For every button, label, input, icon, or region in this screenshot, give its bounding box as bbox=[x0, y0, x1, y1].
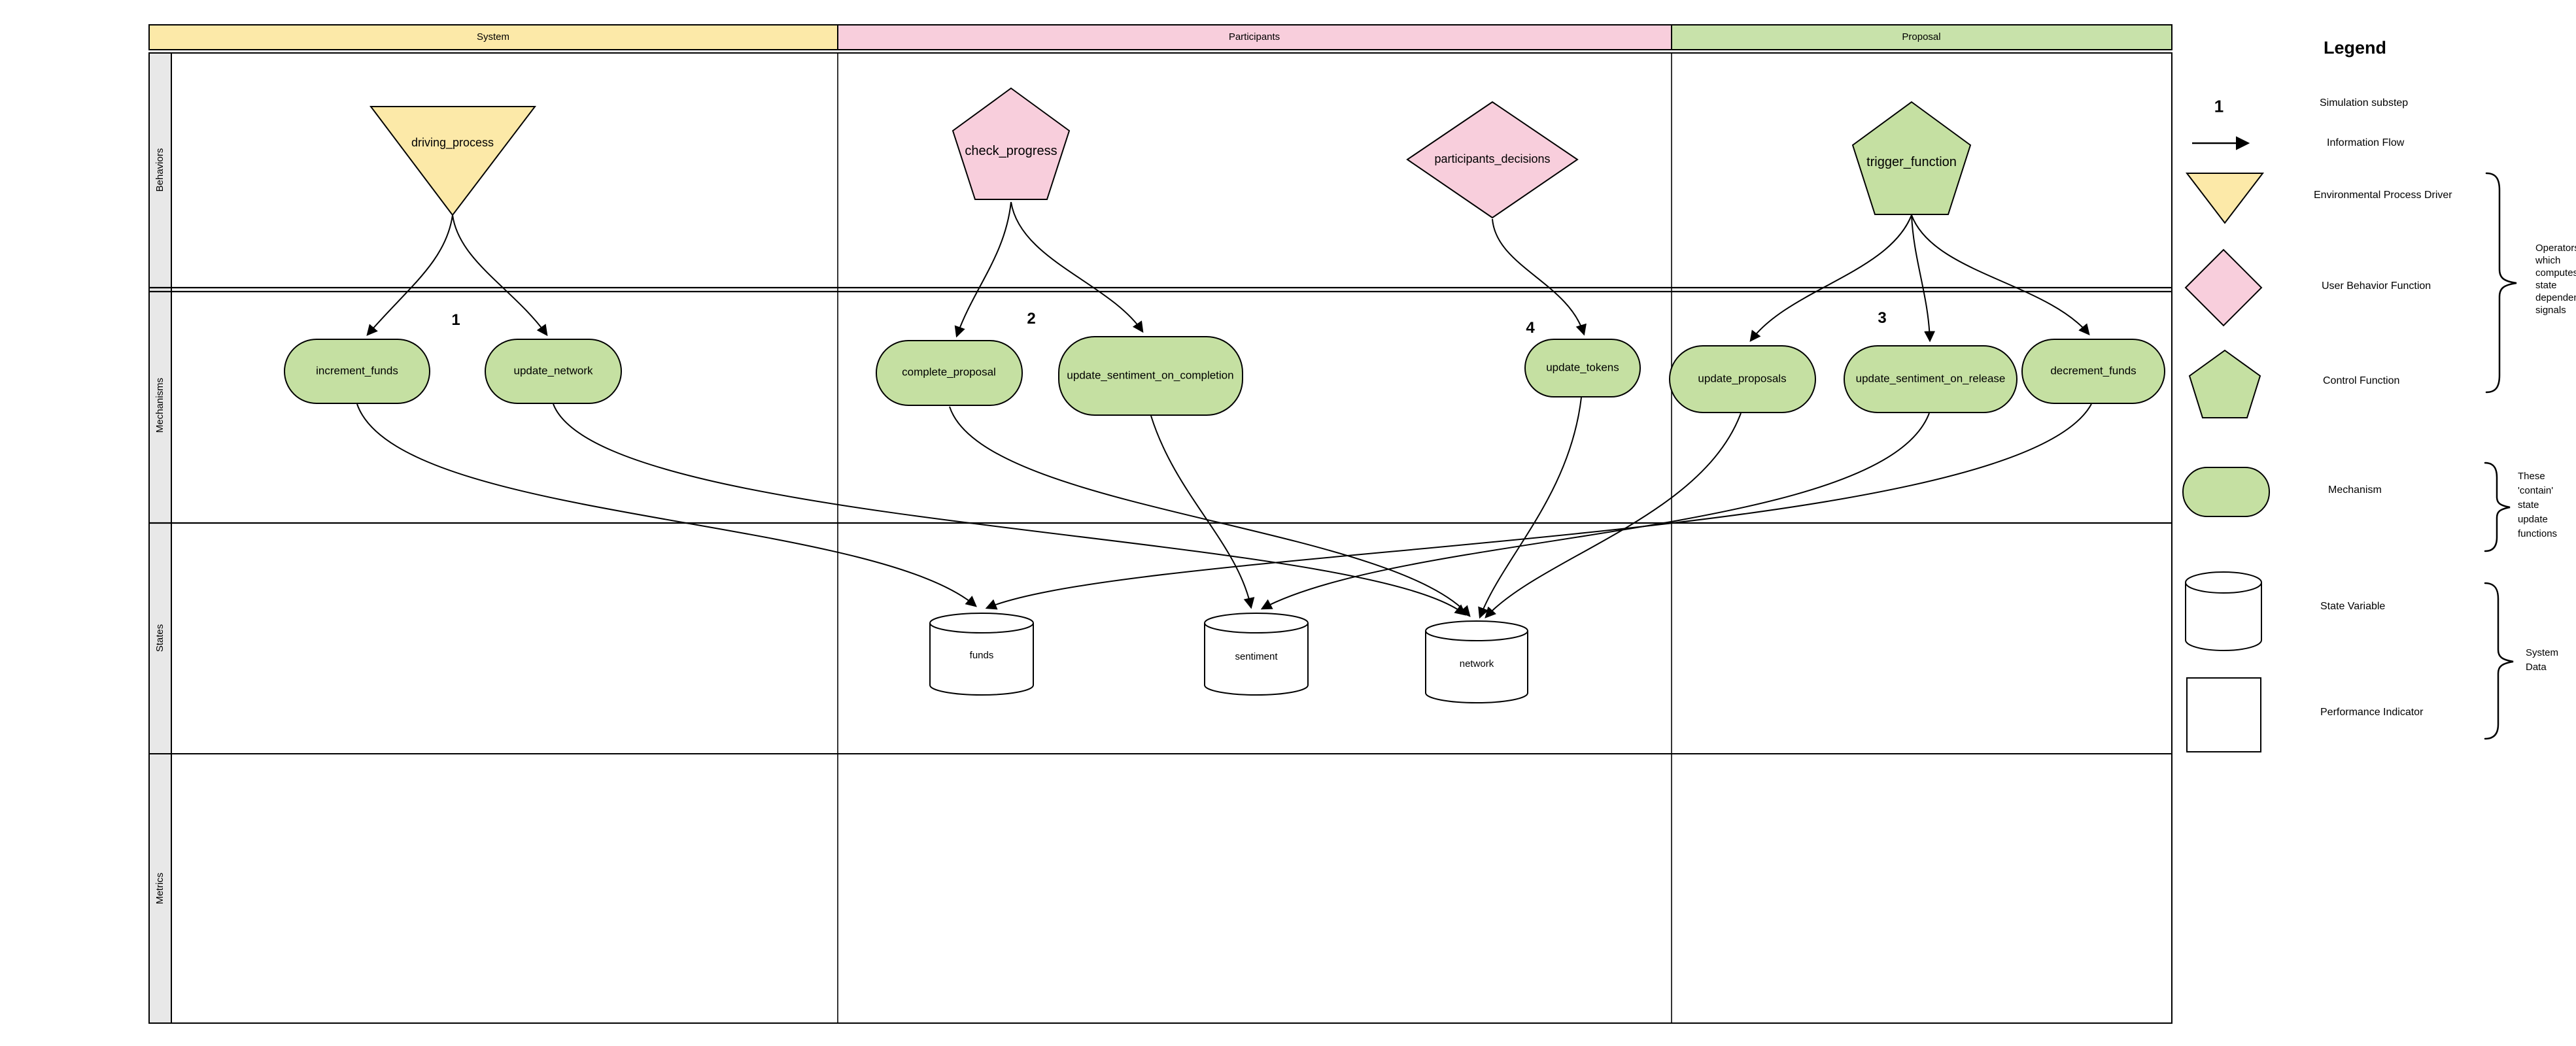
substep-number-3: 3 bbox=[1878, 309, 1887, 327]
node-sentiment-label: sentiment bbox=[1235, 650, 1278, 662]
node-driving_process-triangle bbox=[369, 106, 537, 216]
flow-participants_decisions-to-update_tokens bbox=[1492, 218, 1587, 336]
legend-stadium-symbol bbox=[2182, 467, 2270, 517]
row-label-mechanisms: Mechanisms bbox=[154, 377, 165, 433]
node-trigger_function-pentagon bbox=[1851, 101, 1972, 215]
legend-label-control-function: Control Function bbox=[2323, 375, 2400, 386]
node-update_network-label: update_network bbox=[513, 364, 593, 377]
node-sentiment-cylinder bbox=[1204, 623, 1309, 696]
node-update_network-stadium bbox=[485, 339, 622, 404]
flow-complete_proposal-to-network bbox=[949, 406, 1471, 617]
flow-trigger_function-to-update_sentiment_on_release bbox=[1911, 214, 1936, 343]
node-funds-cylinder-top bbox=[929, 613, 1034, 633]
substep-number-4: 4 bbox=[1526, 318, 1535, 337]
node-update_sentiment_on_completion-stadium bbox=[1058, 336, 1243, 416]
node-network-label: network bbox=[1459, 658, 1494, 669]
row-label-behaviors: Behaviors bbox=[154, 148, 165, 192]
node-sentiment-cylinder-top bbox=[1204, 613, 1309, 633]
legend-cylinder-symbol-top bbox=[2185, 571, 2262, 594]
flow-update_network-to-network bbox=[553, 403, 1466, 616]
node-update_proposals-stadium bbox=[1669, 345, 1816, 413]
grid-body-frame bbox=[171, 52, 2172, 1024]
legend-title: Legend bbox=[2324, 38, 2387, 58]
node-increment_funds-label: increment_funds bbox=[316, 364, 398, 377]
flow-driving_process-to-update_network bbox=[452, 214, 548, 337]
legend-brace-mechanism bbox=[2484, 462, 2511, 552]
legend-substep-sample: 1 bbox=[2214, 96, 2224, 116]
legend-annotation-operators: Operators which computes state dependent… bbox=[2535, 243, 2576, 316]
legend-annotation-system-data: System Data bbox=[2526, 647, 2559, 673]
node-driving_process-label: driving_process bbox=[411, 136, 494, 150]
flow-driving_process-to-increment_funds bbox=[366, 214, 453, 336]
substep-number-1: 1 bbox=[451, 311, 460, 329]
legend-label-performance-indicator: Performance Indicator bbox=[2320, 707, 2424, 718]
legend-label-user-behavior-function: User Behavior Function bbox=[2322, 280, 2431, 292]
node-check_progress-label: check_progress bbox=[965, 144, 1057, 158]
flow-update_sentiment_on_release-to-sentiment bbox=[1260, 413, 1930, 610]
node-funds-label: funds bbox=[969, 649, 994, 661]
row-label-metrics: Metrics bbox=[154, 872, 165, 905]
node-funds-cylinder bbox=[929, 623, 1034, 696]
node-decrement_funds-stadium bbox=[2021, 339, 2165, 404]
node-update_sentiment_on_completion-label: update_sentiment_on_completion bbox=[1067, 369, 1234, 382]
flow-update_tokens-to-network bbox=[1478, 397, 1582, 619]
legend-label-information-flow: Information Flow bbox=[2327, 137, 2405, 148]
legend-label-state-variable: State Variable bbox=[2320, 601, 2386, 612]
flow-trigger_function-to-decrement_funds bbox=[1911, 214, 2090, 335]
column-header-participants bbox=[837, 24, 1672, 50]
flow-decrement_funds-to-funds bbox=[985, 403, 2092, 610]
legend-brace-system-data bbox=[2484, 582, 2514, 740]
node-update_tokens-stadium bbox=[1524, 339, 1641, 397]
node-increment_funds-stadium bbox=[284, 339, 430, 404]
legend-label-simulation-substep: Simulation substep bbox=[2320, 97, 2409, 109]
node-complete_proposal-label: complete_proposal bbox=[902, 365, 996, 379]
node-update_proposals-label: update_proposals bbox=[1698, 372, 1787, 385]
legend-square-symbol bbox=[2186, 677, 2261, 752]
column-header-system-label: System bbox=[476, 31, 510, 42]
column-header-proposal-label: Proposal bbox=[1902, 31, 1941, 42]
node-update_tokens-label: update_tokens bbox=[1546, 361, 1619, 374]
node-network-cylinder-top bbox=[1425, 620, 1528, 641]
node-network-cylinder bbox=[1425, 631, 1528, 703]
column-header-participants-label: Participants bbox=[1228, 31, 1280, 42]
flow-update_sentiment_on_completion-to-sentiment bbox=[1150, 415, 1255, 609]
flow-check_progress-to-update_sentiment_on_completion bbox=[1010, 201, 1144, 333]
legend-diamond-symbol bbox=[2184, 248, 2263, 327]
legend-triangle-symbol bbox=[2185, 173, 2265, 224]
legend-pentagon-symbol bbox=[2188, 349, 2261, 418]
row-label-states: States bbox=[154, 624, 165, 652]
node-participants_decisions-label: participants_decisions bbox=[1434, 152, 1551, 166]
node-check_progress-pentagon bbox=[952, 87, 1071, 200]
node-complete_proposal-stadium bbox=[876, 340, 1023, 406]
column-header-proposal bbox=[1671, 24, 2172, 50]
flow-update_proposals-to-network bbox=[1485, 413, 1742, 618]
node-update_sentiment_on_release-label: update_sentiment_on_release bbox=[1855, 372, 2006, 385]
legend-cylinder-symbol bbox=[2185, 582, 2262, 651]
node-decrement_funds-label: decrement_funds bbox=[2050, 364, 2137, 377]
legend-brace-operators bbox=[2485, 172, 2517, 394]
legend-annotation-contain-state-update: These 'contain' state update functions bbox=[2518, 471, 2558, 539]
node-update_sentiment_on_release-stadium bbox=[1844, 345, 2018, 413]
column-header-system bbox=[148, 24, 838, 50]
flow-check_progress-to-complete_proposal bbox=[954, 201, 1012, 338]
legend-label-mechanism: Mechanism bbox=[2328, 484, 2382, 496]
legend-label-environmental-process-driver: Environmental Process Driver bbox=[2314, 190, 2452, 201]
node-participants_decisions-diamond bbox=[1406, 101, 1579, 219]
flow-trigger_function-to-update_proposals bbox=[1749, 214, 1912, 343]
substep-number-2: 2 bbox=[1027, 309, 1036, 328]
flow-increment_funds-to-funds bbox=[356, 403, 977, 607]
node-trigger_function-label: trigger_function bbox=[1866, 155, 1957, 169]
